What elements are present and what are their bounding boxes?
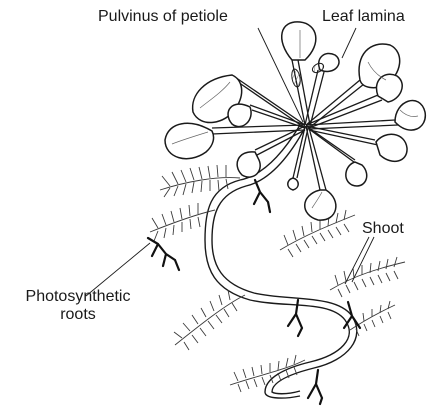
photosynthetic-roots <box>150 165 405 392</box>
label-photosynthetic-roots: Photosynthetic roots <box>8 288 148 324</box>
label-shoot: Shoot <box>362 220 404 238</box>
label-leaf-lamina: Leaf lamina <box>322 8 405 26</box>
label-photosynthetic: Photosynthetic <box>8 288 148 306</box>
label-roots: roots <box>8 306 148 324</box>
pulvinus-swellings <box>290 62 325 88</box>
label-pulvinus: Pulvinus of petiole <box>98 8 228 26</box>
shoot-stem <box>205 125 357 398</box>
